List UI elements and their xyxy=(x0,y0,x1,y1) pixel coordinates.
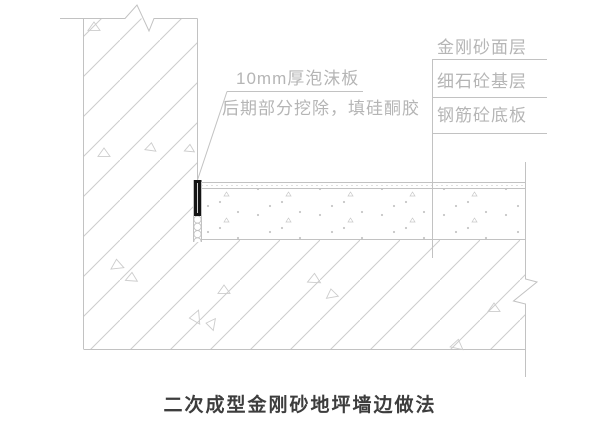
aggregate-triangle xyxy=(325,288,340,299)
silicone-sealant-fill xyxy=(193,180,202,216)
label-layer-emery-surface: 金刚砂面层 xyxy=(437,38,527,57)
wall-and-base-hatch-region xyxy=(83,18,525,349)
drawing-title: 二次成型金刚砂地坪墙边做法 xyxy=(163,395,437,416)
aggregate-triangle xyxy=(217,284,231,294)
label-layer-fine-concrete-base: 细石砼基层 xyxy=(437,72,527,91)
aggregate-triangle xyxy=(87,21,101,31)
fine-concrete-stipple-region xyxy=(201,188,525,240)
aggregate-triangle xyxy=(449,338,464,351)
label-foam-board-note: 后期部分挖除，填硅酮胶 xyxy=(222,99,420,118)
outline-linework xyxy=(60,4,539,377)
aggregate-triangle xyxy=(487,302,501,312)
aggregate-triangle xyxy=(205,317,216,332)
aggregate-triangle xyxy=(183,143,196,153)
foam-board-strip xyxy=(193,216,202,242)
foam-callout-leader xyxy=(197,91,228,181)
aggregate-triangle xyxy=(124,271,139,282)
aggregate-triangle xyxy=(97,147,111,157)
right-break-line xyxy=(512,162,539,377)
aggregate-triangle xyxy=(188,309,201,325)
aggregate-triangle xyxy=(110,258,125,270)
aggregate-triangles xyxy=(87,21,501,351)
aggregate-triangle xyxy=(306,272,322,284)
wall-top-break-line xyxy=(60,4,198,33)
leader-lines xyxy=(197,59,547,258)
label-foam-board: 10mm厚泡沫板 xyxy=(236,69,360,88)
aggregate-triangle xyxy=(143,141,157,152)
label-layer-reinforced-slab: 钢筋砼底板 xyxy=(437,106,527,125)
